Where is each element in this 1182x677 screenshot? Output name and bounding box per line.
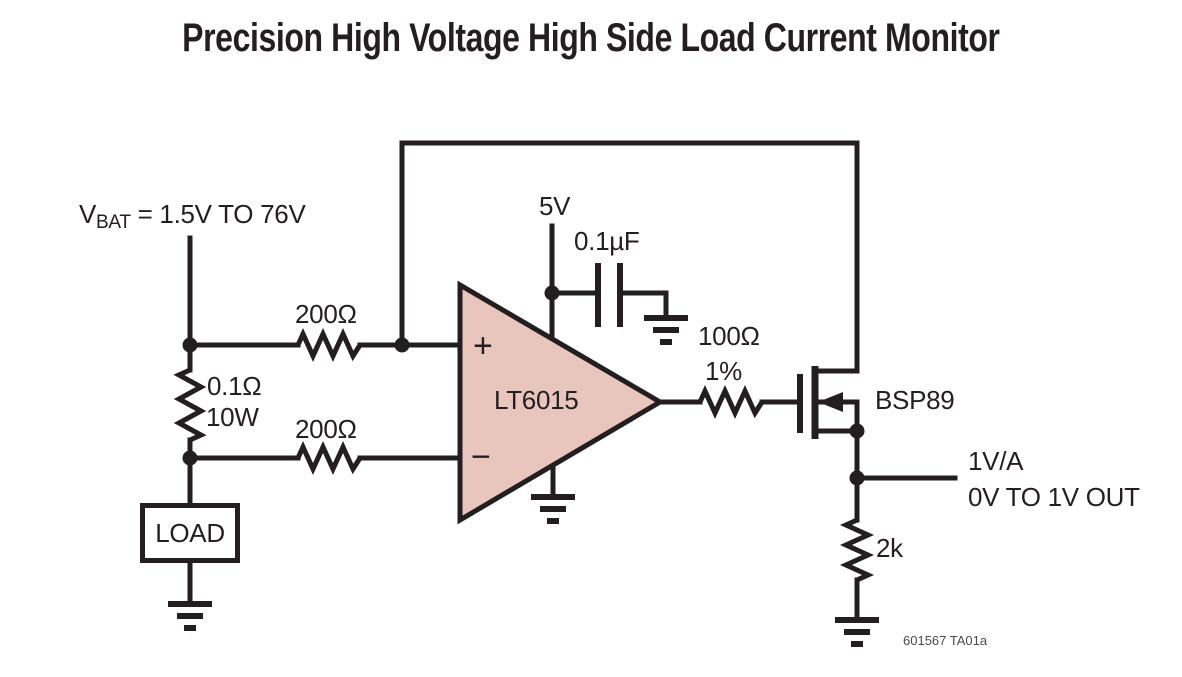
label-resistor-200-bottom: 200Ω bbox=[295, 414, 357, 444]
capacitor-plates bbox=[595, 263, 623, 327]
junction-dot bbox=[182, 450, 198, 466]
opamp-body bbox=[457, 280, 665, 525]
mosfet-body-arrow bbox=[818, 392, 843, 412]
load-label: LOAD bbox=[155, 517, 225, 548]
label-shunt-value: 0.1Ω bbox=[207, 371, 262, 401]
figure-code: 601567 TA01a bbox=[903, 633, 988, 648]
label-capacitor: 0.1µF bbox=[574, 226, 640, 256]
label-resistor-200-top: 200Ω bbox=[295, 299, 357, 329]
junction-dot bbox=[182, 337, 198, 353]
opamp-plus-input-marker: + bbox=[473, 327, 493, 365]
label-output-gain: 1V/A bbox=[968, 446, 1024, 476]
load-box: LOAD bbox=[140, 503, 240, 563]
page-title: Precision High Voltage High Side Load Cu… bbox=[182, 16, 1000, 60]
resistor-shunt bbox=[173, 367, 207, 443]
junction-dot bbox=[849, 470, 865, 486]
label-opamp-part: LT6015 bbox=[494, 385, 579, 415]
ground-symbol-cap bbox=[644, 315, 688, 345]
label-output-range: 0V TO 1V OUT bbox=[968, 482, 1140, 512]
resistor-200-bottom bbox=[295, 440, 363, 476]
junction-dot bbox=[849, 423, 865, 439]
wire-segments bbox=[187, 140, 958, 623]
label-shunt-power: 10W bbox=[206, 402, 259, 432]
resistor-200-top bbox=[295, 327, 363, 363]
vbat-subscript: BAT bbox=[96, 212, 131, 233]
ground-symbol-output bbox=[835, 617, 879, 647]
junction-dot bbox=[394, 337, 410, 353]
label-resistor-100-tolerance: 1% bbox=[705, 356, 742, 386]
resistor-2k bbox=[839, 517, 875, 583]
title-row: Precision High Voltage High Side Load Cu… bbox=[0, 16, 1182, 61]
opamp-minus-input-marker: − bbox=[471, 438, 491, 476]
junction-dots bbox=[182, 285, 865, 486]
vbat-value: = 1.5V TO 76V bbox=[130, 199, 306, 229]
resistor-100-gate bbox=[697, 384, 765, 420]
label-mosfet-part: BSP89 bbox=[875, 385, 955, 415]
label-vbat: VBAT = 1.5V TO 76V bbox=[79, 201, 306, 232]
vbat-prefix: V bbox=[79, 199, 97, 229]
label-supply-5v: 5V bbox=[539, 191, 571, 221]
ground-symbol-load bbox=[168, 601, 212, 631]
label-resistor-2k: 2k bbox=[876, 533, 903, 563]
label-resistor-100: 100Ω bbox=[698, 321, 760, 351]
ground-symbol-opamp bbox=[531, 494, 575, 524]
junction-dot bbox=[544, 285, 560, 301]
